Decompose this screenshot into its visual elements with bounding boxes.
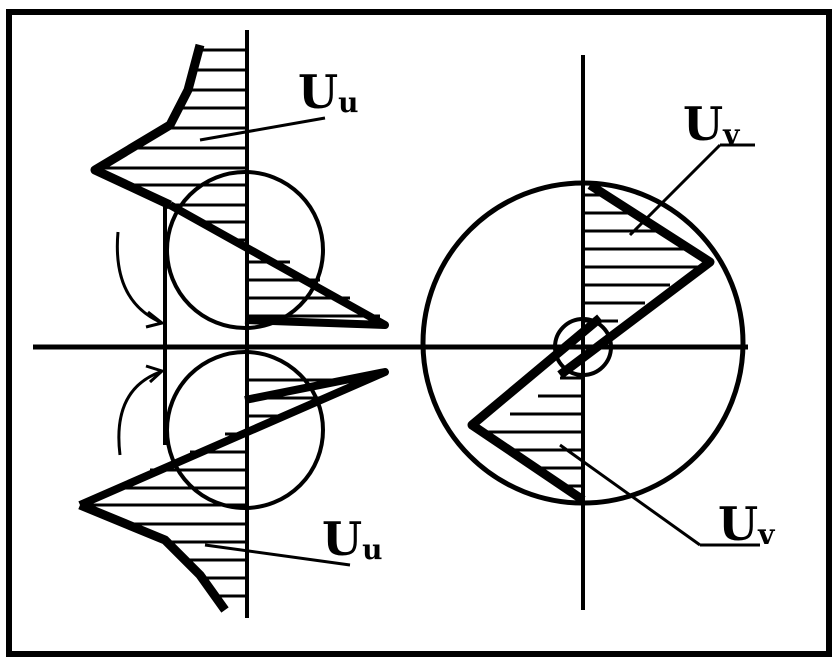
leader-v-top: [628, 143, 722, 237]
right-large-circle: [420, 180, 746, 506]
leader-v-bottom: [559, 443, 701, 547]
right-section: [420, 55, 760, 610]
leader-u-top: [199, 116, 326, 142]
right-upper-hatching: [583, 193, 700, 323]
lower-arrow-head: [145, 364, 165, 384]
right-lower-hatching: [485, 376, 583, 488]
left-bottom-profile: [78, 500, 229, 613]
right-small-circle: [553, 317, 613, 377]
upper-arrow-head: [145, 310, 166, 329]
left-lower-circle: [165, 350, 325, 510]
left-section: [78, 30, 389, 618]
lower-curved-arrow: [117, 370, 161, 456]
diagram-frame: [6, 9, 832, 657]
right-lower-profile: [467, 314, 603, 504]
upper-curved-arrow: [115, 231, 161, 324]
left-upper-hatching: [105, 48, 380, 318]
label-v-top: Uv: [683, 97, 740, 151]
left-lower-diagonal: [78, 368, 389, 509]
label-v-bottom: Uv: [718, 497, 775, 551]
leader-u-bottom: [204, 543, 351, 567]
left-top-profile: [90, 43, 205, 210]
left-lower-hatching: [85, 378, 370, 598]
label-u-bottom: Uu: [322, 512, 382, 566]
label-u-top: Uu: [298, 65, 358, 119]
left-upper-diagonal: [168, 201, 389, 329]
left-upper-circle: [165, 170, 325, 330]
right-upper-profile: [557, 181, 715, 379]
